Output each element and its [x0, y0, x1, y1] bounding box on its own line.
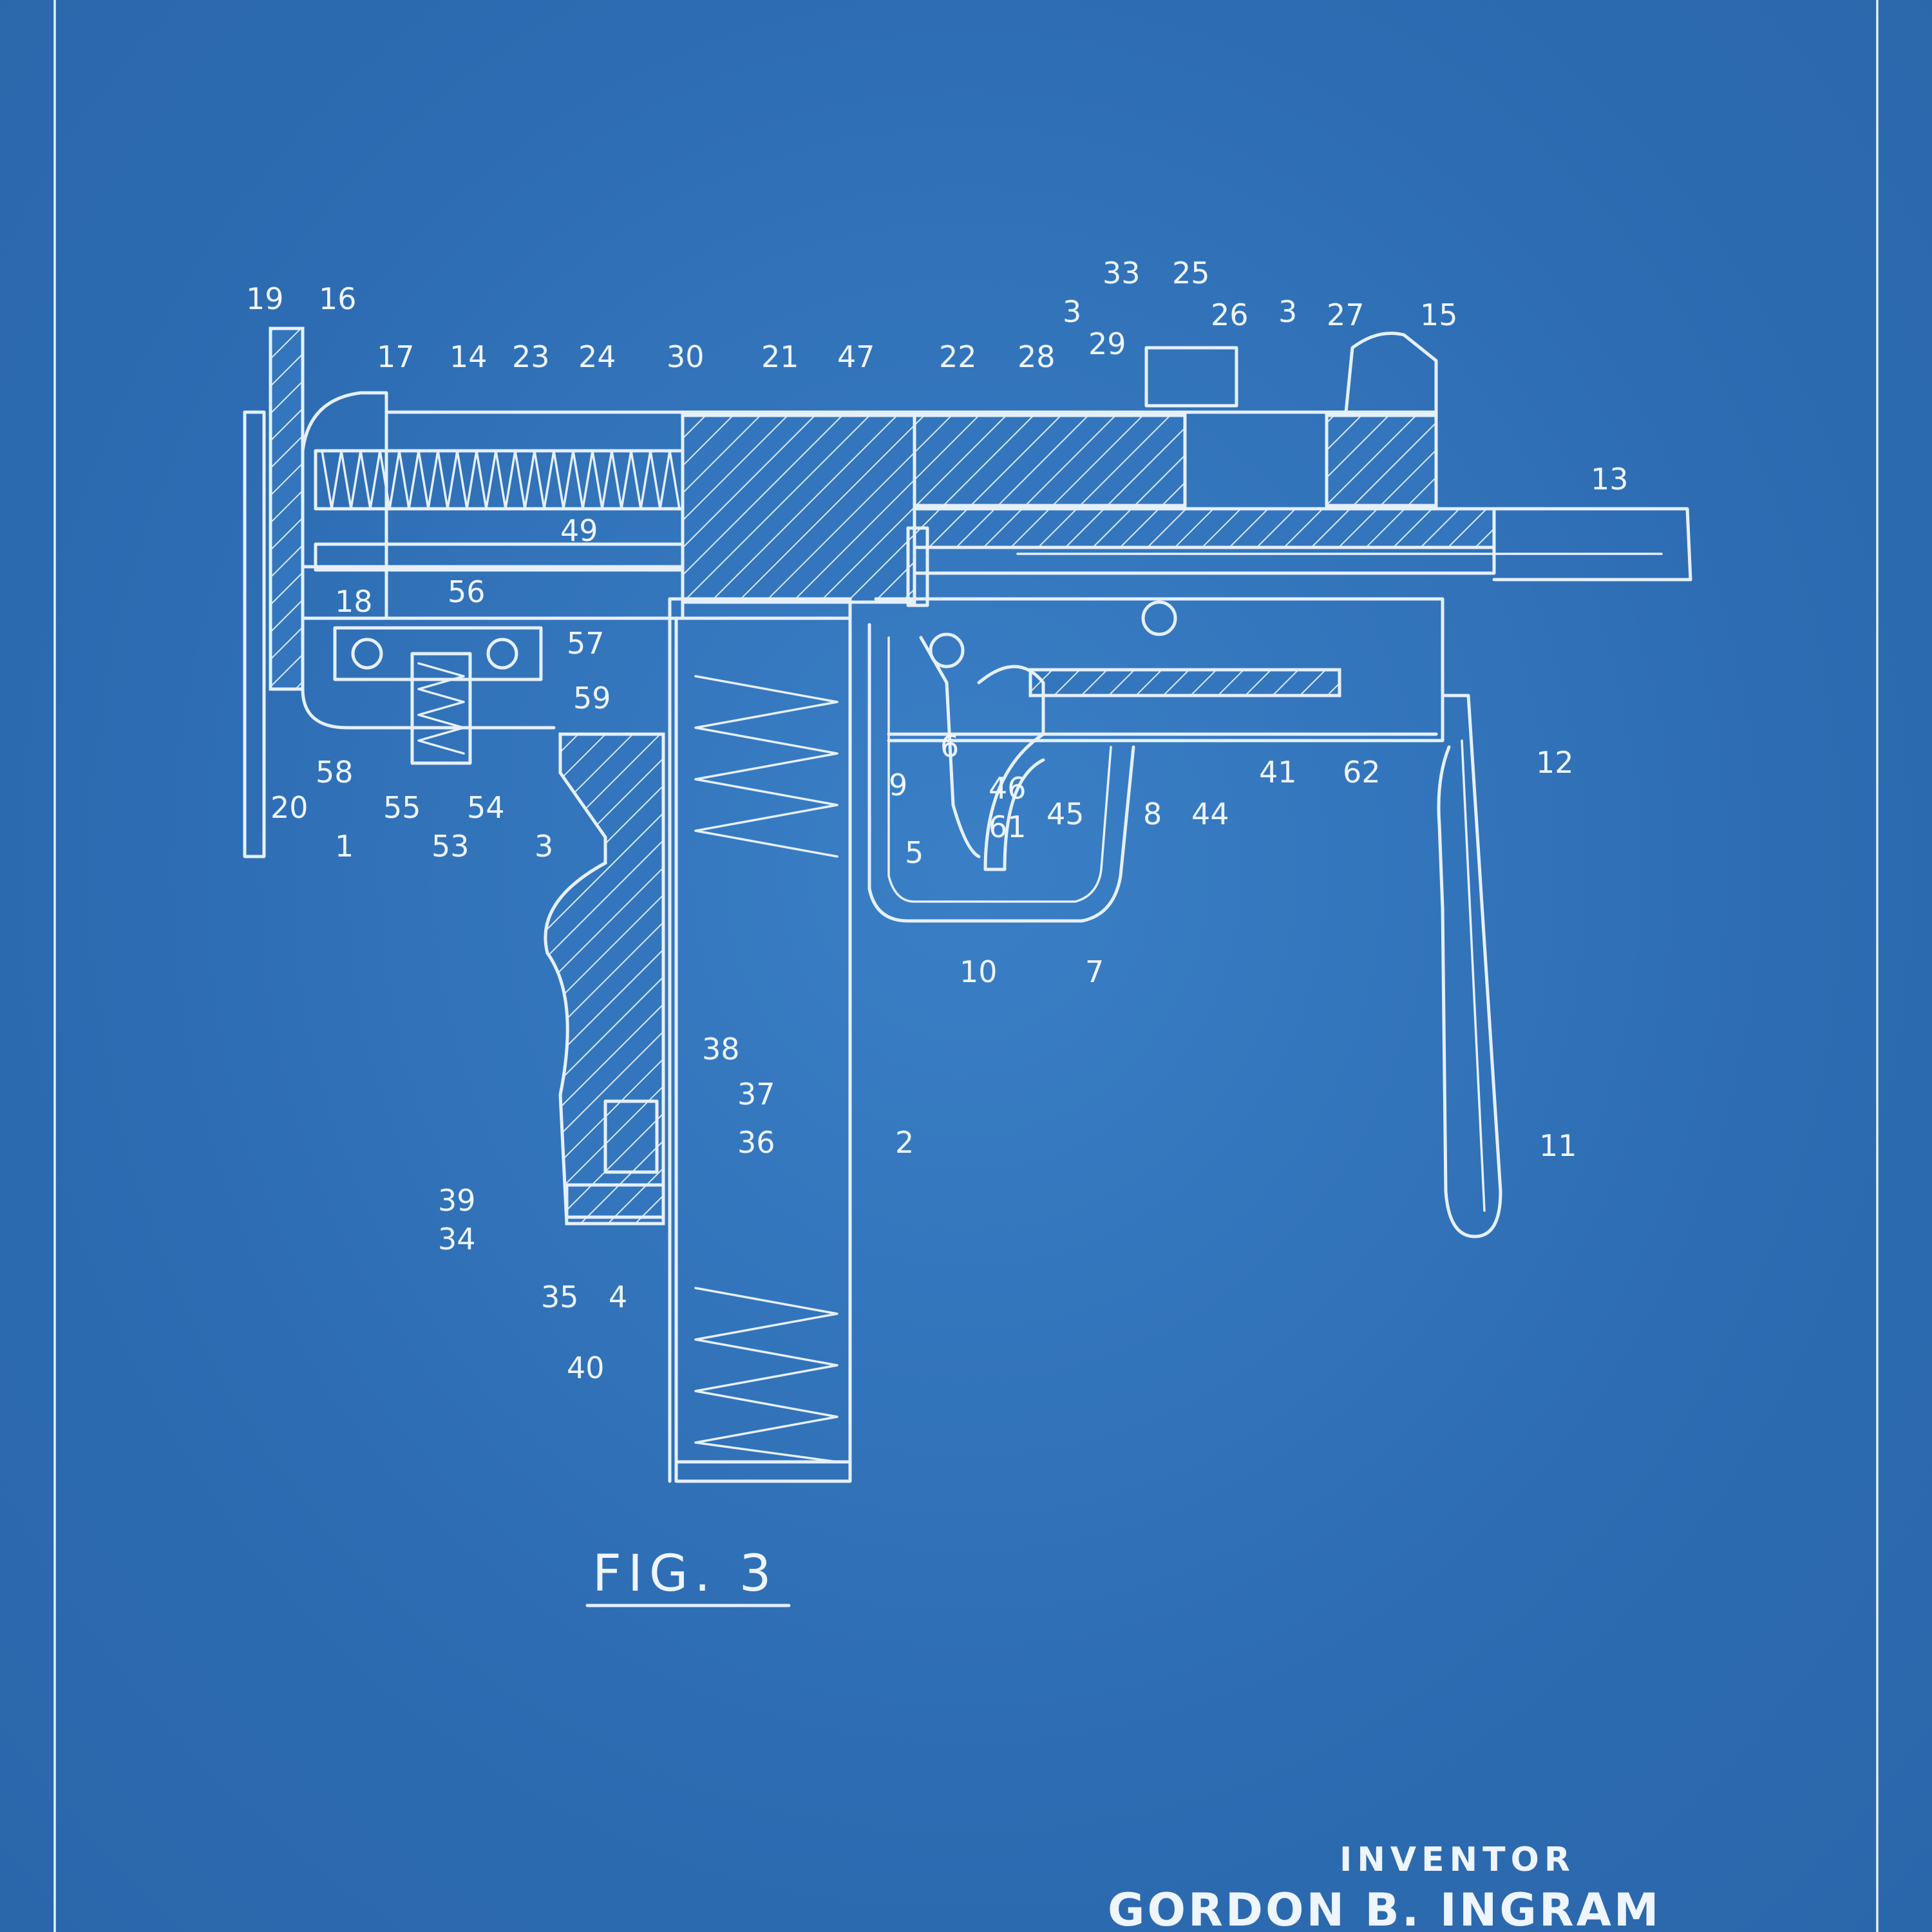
part-label: 26	[1211, 298, 1249, 332]
part-label: 54	[467, 790, 505, 825]
part-label: 25	[1172, 256, 1210, 290]
part-label: 3	[1278, 294, 1297, 329]
border-lines	[53, 0, 1879, 1932]
part-label: 3	[535, 829, 553, 864]
part-label: 30	[667, 339, 705, 374]
part-label: 62	[1343, 755, 1381, 790]
part-label: 16	[319, 281, 357, 316]
part-label: 5	[905, 835, 923, 870]
figure-label: FIG. 3	[592, 1545, 778, 1603]
part-label: 1	[335, 829, 354, 864]
gun-cross-section	[243, 327, 1692, 1483]
part-label: 9	[889, 768, 907, 802]
part-label: 57	[567, 626, 605, 661]
part-label: 37	[737, 1077, 775, 1112]
part-label: 18	[335, 584, 373, 619]
part-label: 13	[1591, 462, 1629, 497]
part-label: 17	[377, 339, 415, 374]
part-label: 21	[761, 339, 799, 374]
inventor-heading: INVENTOR	[1340, 1841, 1575, 1879]
part-label: 59	[573, 681, 611, 715]
part-label: 33	[1103, 256, 1141, 290]
inventor-block: INVENTOR GORDON B. INGRAM	[1108, 1841, 1662, 1932]
part-labels: 19 16 17 14 23 24 30 21 47 22 28 3 29 33…	[246, 256, 1629, 1385]
part-label: 11	[1539, 1128, 1577, 1163]
part-label: 12	[1536, 745, 1574, 780]
part-label: 6	[940, 729, 959, 764]
part-label: 49	[560, 513, 598, 548]
part-label: 15	[1420, 298, 1458, 332]
part-label: 8	[1143, 797, 1162, 831]
part-label: 3	[1063, 294, 1081, 329]
inventor-name: GORDON B. INGRAM	[1108, 1884, 1662, 1932]
part-label: 40	[567, 1350, 605, 1385]
part-label: 53	[431, 829, 469, 864]
part-label: 38	[702, 1032, 740, 1066]
part-label: 4	[609, 1280, 627, 1314]
part-label: 46	[989, 771, 1027, 806]
part-label: 2	[895, 1125, 914, 1160]
part-label: 35	[541, 1280, 579, 1314]
part-label: 58	[316, 755, 354, 790]
figure-caption: FIG. 3	[585, 1545, 791, 1607]
part-label: 44	[1191, 797, 1229, 831]
part-label: 10	[960, 954, 998, 989]
part-label: 24	[578, 339, 616, 374]
part-label: 39	[438, 1183, 476, 1218]
part-label: 7	[1085, 954, 1104, 989]
part-label: 29	[1088, 327, 1126, 361]
part-label: 14	[450, 339, 488, 374]
part-label: 28	[1018, 339, 1056, 374]
part-label: 41	[1259, 755, 1297, 790]
part-label: 19	[246, 281, 284, 316]
part-label: 22	[939, 339, 977, 374]
part-label: 27	[1327, 298, 1365, 332]
part-label: 55	[383, 790, 421, 825]
part-label: 36	[737, 1125, 775, 1160]
part-label: 23	[512, 339, 550, 374]
part-label: 47	[837, 339, 875, 374]
part-label: 56	[448, 574, 486, 609]
part-label: 45	[1046, 797, 1084, 831]
part-label: 20	[270, 790, 308, 825]
part-label: 61	[989, 810, 1027, 844]
part-label: 34	[438, 1222, 476, 1256]
